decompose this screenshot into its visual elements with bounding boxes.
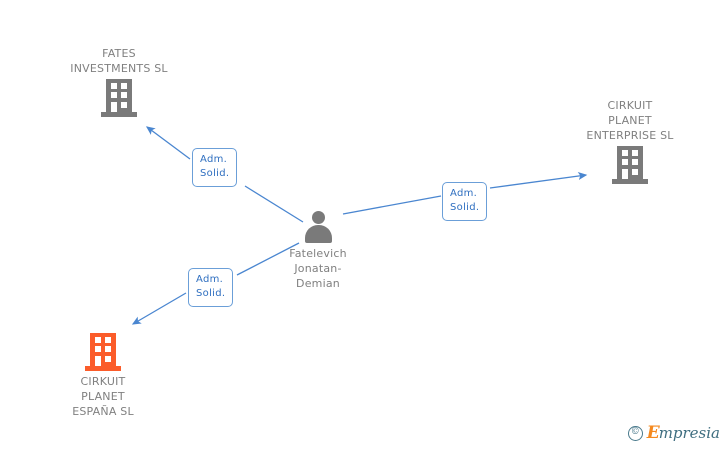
edge-to-fates[interactable] [145, 126, 304, 223]
edge-label-fates[interactable]: Adm. Solid. [192, 148, 238, 187]
watermark-brand-text: mpresia [658, 424, 720, 442]
building-icon [101, 79, 137, 117]
edge-to-cirkuit-espana[interactable] [131, 242, 300, 325]
edge-label-cirkuit-enterprise[interactable]: Adm. Solid. [442, 182, 488, 221]
node-cirkuit-planet-espana[interactable]: CIRKUIT PLANET ESPAÑA SL [28, 333, 178, 419]
edge-line-segment [244, 185, 304, 223]
edge-arrow-segment [131, 292, 187, 325]
node-fates-investments[interactable]: FATES INVESTMENTS SL [44, 46, 194, 117]
edge-line-segment [236, 242, 300, 276]
person-icon [301, 211, 335, 243]
node-cirkuit-planet-enterprise[interactable]: CIRKUIT PLANET ENTERPRISE SL [555, 98, 705, 184]
building-icon [85, 333, 121, 371]
watermark-brand-initial: E [646, 423, 660, 443]
node-label-cirkuit-planet-enterprise: CIRKUIT PLANET ENTERPRISE SL [586, 99, 674, 142]
edge-label-cirkuit-espana[interactable]: Adm. Solid. [188, 268, 234, 307]
edge-arrow-segment [489, 172, 588, 189]
node-label-fatelevich-jonatan-demian: Fatelevich Jonatan- Demian [289, 247, 347, 290]
node-label-fates-investments: FATES INVESTMENTS SL [70, 47, 168, 75]
edge-line-segment [342, 195, 442, 215]
building-icon [612, 146, 648, 184]
watermark-empresia: © E mpresia [627, 423, 720, 443]
edge-arrow-segment [145, 126, 191, 160]
node-label-cirkuit-planet-espana: CIRKUIT PLANET ESPAÑA SL [72, 375, 134, 418]
copyright-icon: © [627, 426, 643, 441]
edge-to-cirkuit-enterprise[interactable] [342, 172, 588, 215]
node-fatelevich-jonatan-demian[interactable]: Fatelevich Jonatan- Demian [243, 211, 393, 291]
